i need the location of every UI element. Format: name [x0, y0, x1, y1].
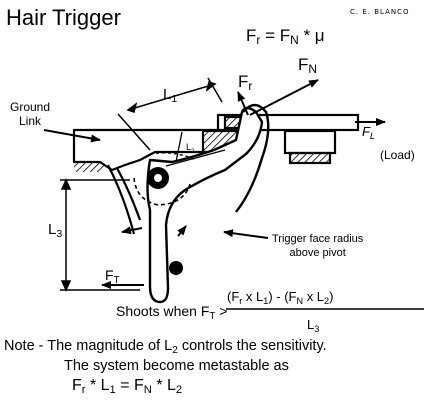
- trigger-hook: [235, 103, 270, 213]
- ft-label: FT: [105, 267, 120, 286]
- stop-pin-icon: [169, 261, 183, 275]
- trigger-leader: [223, 229, 269, 239]
- fr-arrow: [237, 91, 249, 116]
- rotation-arrow-a: [121, 226, 143, 235]
- shoots-denominator: L3: [307, 317, 320, 334]
- fl-label: FL: [362, 124, 376, 141]
- l1-dimension: [117, 77, 223, 151]
- ground-hatch-left: [74, 162, 104, 172]
- note-line-2: The system become metastable as: [64, 358, 289, 374]
- fn-arrow: [249, 79, 319, 116]
- force-arrows: [43, 79, 386, 289]
- l2-dimension: [165, 131, 226, 167]
- l2-label: L2: [186, 142, 195, 155]
- guide-blocks: [201, 129, 337, 165]
- shoots-condition: Shoots when FT >: [116, 303, 228, 322]
- fr-label: Fr: [238, 72, 253, 93]
- author-credit: C. E. BLANCO: [350, 8, 410, 16]
- metastable-equation: Fr * L1 = FN * L2: [72, 377, 183, 396]
- rotation-arrow-b: [177, 225, 187, 237]
- diagram-title: Hair Trigger: [6, 5, 121, 30]
- friction-equation: Fr = FN * μ: [246, 26, 325, 47]
- fn-label: FN: [298, 55, 317, 76]
- shoots-numerator: (Fr x L1) - (FN x L2): [227, 289, 334, 306]
- note-line-1: Note - The magnitude of L2 controls the …: [4, 338, 327, 356]
- load-label: (Load): [380, 148, 415, 162]
- ground-leader: [43, 129, 101, 143]
- l1-label: L1: [163, 86, 178, 105]
- l3-dimension: [60, 178, 140, 292]
- l3-label: L3: [48, 221, 63, 240]
